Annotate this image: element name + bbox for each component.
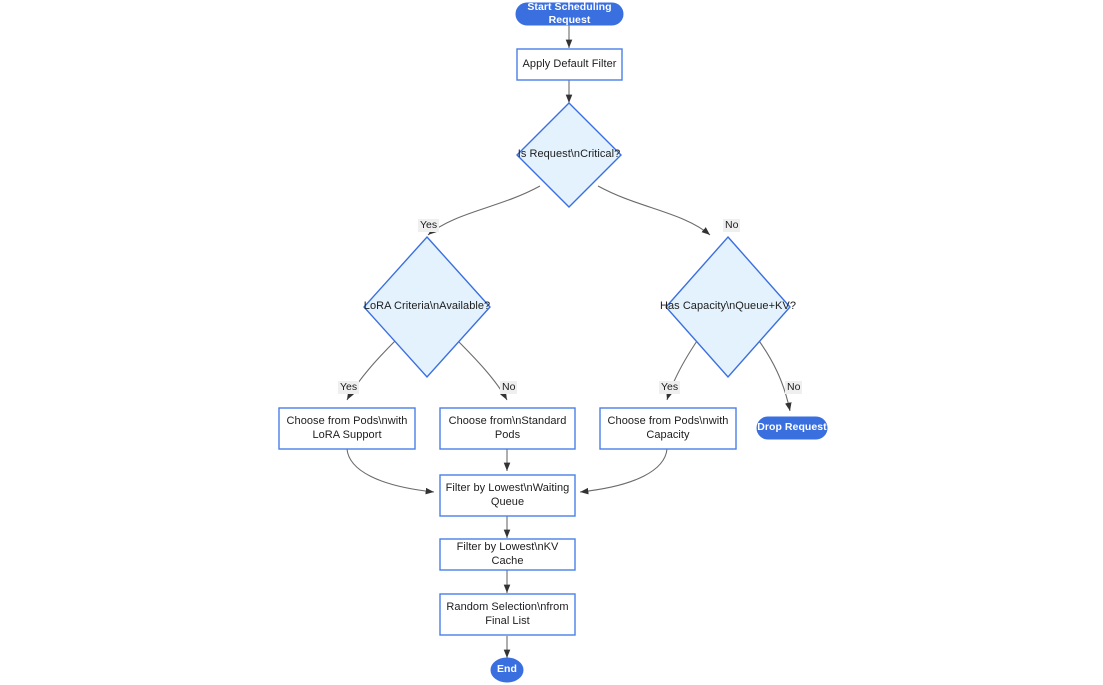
node-is-request-critical-shape[interactable]: [516, 102, 622, 208]
edge-capacity-to-podscapacity: [666, 337, 700, 401]
node-has-capacity-shape[interactable]: [665, 235, 791, 379]
node-apply-default-filter-shape[interactable]: [516, 48, 623, 81]
node-choose-standard-pods-shape[interactable]: [439, 407, 576, 450]
node-end-shape[interactable]: [490, 657, 524, 683]
node-random-selection-shape[interactable]: [439, 593, 576, 636]
edge-critical-to-lora: [427, 185, 541, 236]
node-filter-kv-cache-shape[interactable]: [439, 538, 576, 571]
edge-label-lora-yes: Yes: [338, 381, 360, 394]
edge-critical-to-capacity: [597, 185, 711, 236]
edge-lora-to-podslora: [346, 337, 399, 401]
edge-label-critical-no: No: [723, 219, 741, 232]
node-choose-pods-lora-shape[interactable]: [278, 407, 416, 450]
edge-podslora-to-filterqueue: [346, 448, 435, 495]
node-start-shape[interactable]: [515, 2, 624, 26]
edge-label-capacity-no: No: [785, 381, 803, 394]
edge-label-capacity-yes: Yes: [659, 381, 681, 394]
node-lora-criteria-shape[interactable]: [363, 235, 491, 379]
node-drop-request-shape[interactable]: [756, 416, 828, 440]
node-choose-pods-capacity-shape[interactable]: [599, 407, 737, 450]
edge-capacity-to-drop: [756, 337, 792, 412]
edge-label-critical-yes: Yes: [418, 219, 440, 232]
node-filter-waiting-queue-shape[interactable]: [439, 474, 576, 517]
edge-podscapacity-to-filterqueue: [579, 448, 668, 495]
edge-label-lora-no: No: [500, 381, 518, 394]
